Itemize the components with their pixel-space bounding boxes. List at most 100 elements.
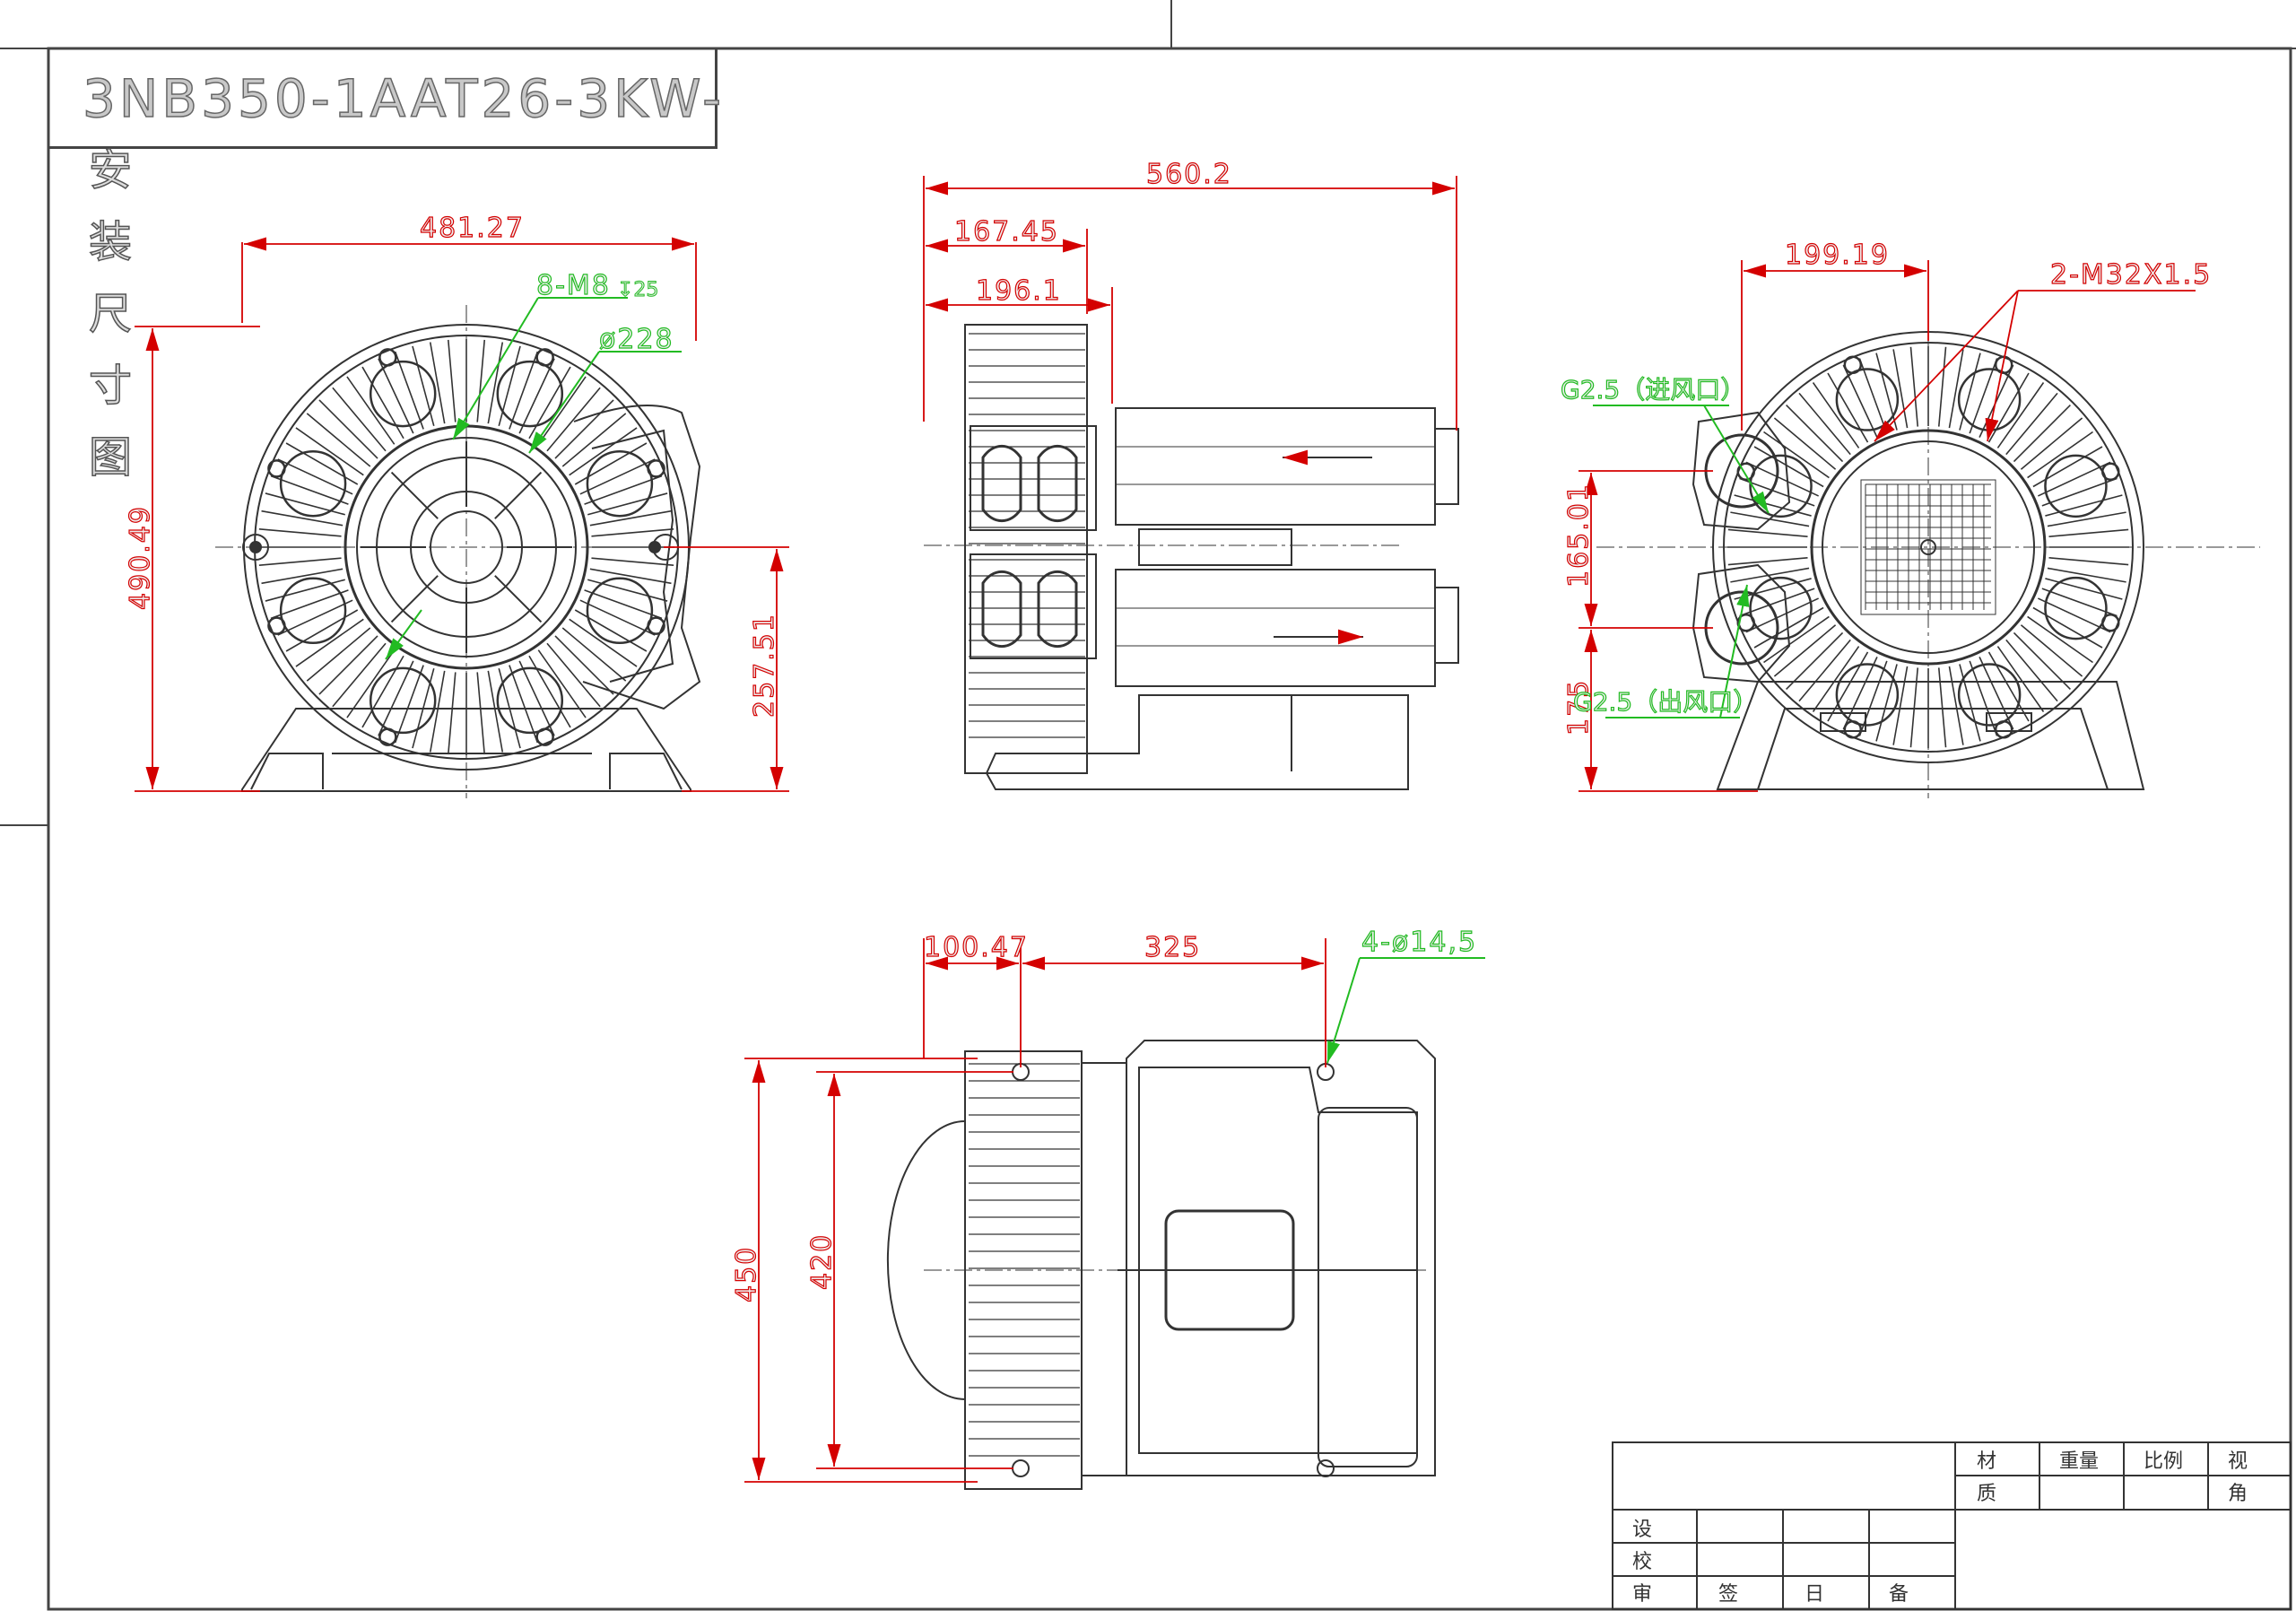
subtitle-char-1: 安: [88, 144, 133, 196]
cooling-fin: [1937, 346, 1947, 427]
chamber-port: [1957, 663, 2022, 727]
cooling-fin: [584, 475, 663, 505]
subtitle-char-5: 图: [88, 431, 133, 483]
cooling-fin: [1987, 651, 2030, 722]
cooling-fin: [346, 649, 396, 718]
cooling-fin: [561, 413, 627, 467]
cooling-fin: [2032, 446, 2103, 488]
cooling-fin: [261, 568, 344, 585]
chamber-port: [586, 449, 654, 518]
side-dim-a: 167.45: [954, 216, 1059, 248]
cooling-fin: [270, 589, 349, 620]
front-bolt-depth: ↧25: [617, 279, 658, 301]
title-block-labels: 材 质 重量 比例 视 角 设 校 审 签 日 备: [1632, 1450, 2248, 1606]
cooling-fin: [2013, 631, 2071, 690]
cooling-fin: [1773, 417, 1837, 470]
bolt-boss: [1843, 355, 1863, 374]
cooling-fin: [265, 492, 345, 516]
bolt-boss: [647, 616, 665, 635]
cooling-fin: [587, 492, 668, 516]
bottom-dimensions: [744, 938, 1326, 1483]
cooling-fin: [587, 579, 668, 602]
cooling-fin: [2038, 461, 2111, 497]
cooling-fin: [2045, 578, 2123, 600]
cooling-fin: [1996, 646, 2045, 712]
cooling-fin: [1727, 556, 1808, 566]
front-ports: [267, 348, 665, 746]
bolt-boss: [1736, 462, 1755, 482]
cooling-fin: [1909, 667, 1919, 748]
cooling-fin: [476, 672, 486, 755]
cooling-fin: [2038, 597, 2111, 633]
title-block: [1612, 1441, 2292, 1610]
cooling-fin: [2005, 639, 2058, 702]
tb-check: 校: [1632, 1551, 1652, 1573]
right-inlet-note: G2.5（进风口）: [1561, 375, 1745, 405]
front-notes: [385, 297, 682, 660]
right-port-spacing-h: 199.19: [1785, 239, 1890, 271]
front-fins: [258, 339, 674, 755]
right-dimensions: [1578, 260, 2196, 792]
cooling-fin: [561, 627, 627, 682]
bolt-boss: [535, 348, 554, 367]
cooling-fin: [447, 339, 457, 422]
cooling-fin: [306, 627, 371, 682]
cooling-fin: [394, 665, 424, 744]
cooling-fin: [258, 557, 342, 567]
cooling-fin: [2020, 624, 2083, 677]
cooling-fin: [1827, 651, 1869, 722]
cooling-fin: [537, 649, 587, 718]
bolt-boss: [378, 348, 397, 367]
tb-design: 设: [1632, 1519, 1652, 1541]
side-fins: [969, 333, 1085, 738]
cooling-fin: [258, 527, 342, 537]
chamber-port: [2044, 454, 2108, 518]
bottom-depth-total: 450: [731, 1246, 762, 1302]
cooling-fin: [518, 358, 555, 434]
cooling-fin: [1773, 624, 1837, 677]
front-bolt-note: 8-M8: [536, 270, 611, 301]
bottom-hole-spacing: 325: [1144, 932, 1201, 963]
cooling-fin: [1739, 477, 1815, 507]
cooling-fin: [1959, 664, 1981, 742]
cooling-fin: [332, 642, 387, 708]
cooling-fin: [394, 351, 424, 430]
bottom-view: [886, 1040, 1436, 1490]
side-total-length: 560.2: [1146, 159, 1232, 190]
cooling-fin: [1892, 666, 1909, 745]
cooling-fin: [591, 557, 674, 567]
cooling-fin: [412, 345, 435, 426]
hub-spoke: [390, 575, 439, 623]
tb-approve: 审: [1632, 1583, 1652, 1606]
right-view: [1596, 305, 2260, 798]
cooling-fin: [265, 579, 345, 602]
cooling-fin: [2048, 556, 2129, 566]
front-bolt-circle: ø228: [599, 324, 674, 355]
bolt-boss: [1994, 720, 2013, 739]
cooling-fin: [1786, 405, 1844, 463]
cooling-fin: [318, 635, 378, 695]
front-height-dim: 490.49: [125, 505, 156, 610]
bottom-offset: 100.47: [924, 932, 1029, 963]
tb-scale: 比例: [2144, 1450, 2183, 1473]
cooling-fin: [1753, 606, 1824, 649]
cooling-fin: [509, 665, 539, 744]
side-dim-b: 196.1: [976, 275, 1062, 307]
cooling-fin: [1875, 353, 1898, 431]
chamber-port: [496, 666, 564, 735]
tb-weight: 重量: [2059, 1450, 2099, 1473]
bolt-boss: [1736, 613, 1755, 632]
cooling-fin: [1909, 346, 1919, 427]
cooling-fin: [1745, 461, 1819, 497]
cooling-fin: [1892, 349, 1909, 429]
cooling-fin: [1739, 588, 1815, 617]
subtitle-char-4: 寸: [88, 360, 133, 412]
cooling-fin: [277, 458, 353, 495]
cooling-fin: [295, 618, 364, 667]
bottom-depth-holes: 420: [806, 1233, 838, 1290]
cooling-fin: [1969, 660, 1998, 736]
cooling-fin: [2041, 477, 2118, 507]
cooling-fin: [546, 387, 601, 452]
